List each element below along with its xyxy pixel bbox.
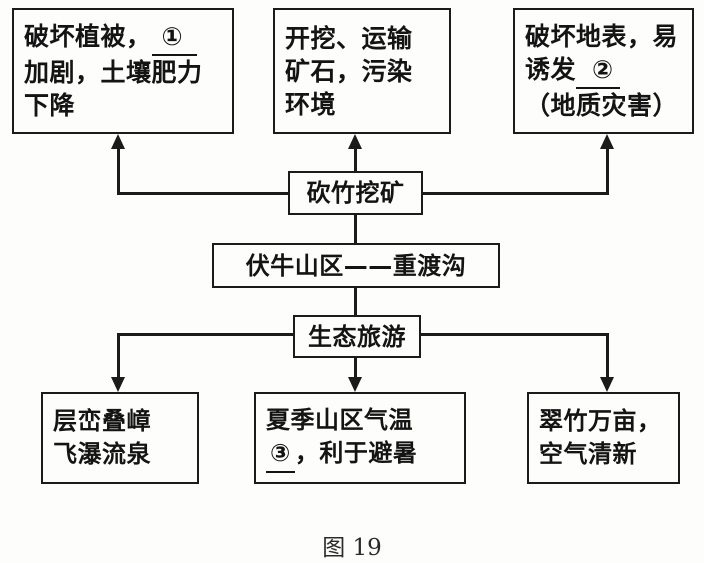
connector-mining-up-vertical [354, 149, 357, 173]
node-climate-text: 夏季山区气温 ③，利于避暑 [256, 404, 464, 473]
answer-blank-3: ③ [266, 437, 295, 473]
arrow-eco-to-climate [348, 377, 362, 392]
figure-caption: 图 19 [322, 535, 382, 561]
node-bamboo-text: 翠竹万亩， 空气清新 [529, 405, 678, 471]
pol-line2: 矿石，污染 [285, 56, 413, 86]
node-mining-label: 砍竹挖矿 [306, 179, 405, 207]
pol-line3: 环境 [285, 89, 337, 119]
node-scenery-text: 层峦叠嶂 飞瀑流泉 [43, 405, 197, 471]
node-region-label: 伏牛山区——重渡沟 [245, 251, 467, 280]
node-bamboo: 翠竹万亩， 空气清新 [527, 392, 680, 484]
connector-mining-right-horizontal [421, 192, 609, 195]
climate-line1: 夏季山区气温 [266, 405, 413, 434]
sur-line2-before: 诱发 [525, 55, 577, 84]
connector-region-ecotourism [354, 286, 357, 317]
connector-eco-left-vertical [117, 333, 120, 377]
veg-line2: 加剧，土壤肥力 [24, 58, 203, 87]
connector-eco-middle-vertical [354, 356, 357, 377]
bamboo-line2: 空气清新 [539, 440, 637, 468]
connector-mining-right-vertical [606, 149, 609, 194]
connector-eco-left-horizontal [117, 333, 295, 336]
node-scenery: 层峦叠嶂 飞瀑流泉 [41, 392, 199, 484]
connector-mining-left-horizontal [117, 192, 290, 195]
node-impact-pollution: 开挖、运输 矿石，污染 环境 [273, 8, 451, 134]
pol-line1: 开挖、运输 [285, 23, 413, 53]
veg-line3: 下降 [24, 91, 76, 120]
connector-mining-left-vertical [117, 149, 120, 194]
node-region: 伏牛山区——重渡沟 [212, 243, 500, 288]
node-impact-vegetation-text: 破坏植被，① 加剧，土壤肥力 下降 [14, 20, 232, 122]
veg-line1-before: 破坏植被， [24, 22, 152, 51]
arrow-eco-to-scenery [111, 377, 125, 392]
scenery-line1: 层峦叠嶂 [53, 407, 151, 435]
arrow-eco-to-bamboo [600, 377, 614, 392]
sur-line3: （地质灾害） [525, 91, 679, 120]
scenery-line2: 飞瀑流泉 [53, 440, 151, 468]
connector-eco-right-vertical [606, 333, 609, 377]
answer-blank-1: ① [151, 20, 198, 56]
node-impact-vegetation: 破坏植被，① 加剧，土壤肥力 下降 [12, 8, 234, 134]
connector-eco-right-horizontal [419, 333, 609, 336]
connector-mining-region [354, 213, 357, 245]
node-impact-pollution-text: 开挖、运输 矿石，污染 环境 [275, 22, 449, 121]
node-climate: 夏季山区气温 ③，利于避暑 [254, 392, 466, 484]
node-ecotourism: 生态旅游 [293, 315, 421, 358]
bamboo-line1: 翠竹万亩， [539, 407, 662, 435]
arrow-mining-to-vegetation [111, 134, 125, 149]
sur-line1: 破坏地表，易 [525, 22, 679, 51]
node-ecotourism-label: 生态旅游 [308, 322, 406, 351]
arrow-mining-to-pollution [348, 134, 362, 149]
climate-line2-after: ，利于避暑 [294, 438, 418, 467]
arrow-mining-to-surface [600, 134, 614, 149]
node-mining: 砍竹挖矿 [288, 171, 423, 215]
answer-blank-2: ② [576, 53, 620, 89]
